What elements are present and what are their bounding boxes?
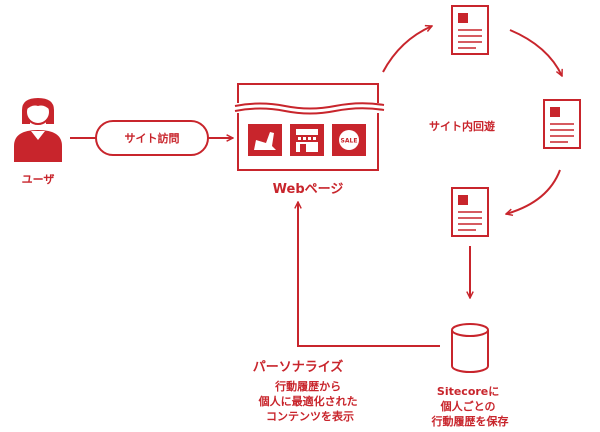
document-icon [451,187,489,237]
document-icon [543,99,581,149]
webpage-node: SALE Webページ [234,83,385,197]
sale-tag-icon: SALE [332,124,366,156]
personalize-block: パーソナライズ 行動履歴から 個人に最適化された コンテンツを表示 [253,359,362,423]
page-node-3 [451,187,489,237]
arrow-page2-to-page3 [506,169,561,214]
shoe-icon [248,124,282,156]
user-label: ユーザ [22,173,55,186]
webpage-label: Webページ [273,182,344,197]
page-node-2 [543,99,581,149]
arrow-db-to-webpage [298,202,440,347]
arrow-webpage-to-page1 [382,26,432,73]
site-visit-node: サイト訪問 [95,120,209,156]
arrow-page1-to-page2 [509,29,562,76]
database-icon [451,323,489,373]
site-browsing-label: サイト内回遊 [429,119,495,133]
document-icon [451,5,489,55]
user-node: ユーザ [14,98,62,186]
store-label: Sitecoreに 個人ごとの 行動履歴を保存 [431,385,509,428]
personalize-description: 行動履歴から 個人に最適化された コンテンツを表示 [258,379,362,423]
store-node: Sitecoreに 個人ごとの 行動履歴を保存 [431,323,509,428]
personalize-title: パーソナライズ [253,359,344,375]
shop-icon [290,124,324,156]
sale-badge-text: SALE [341,138,358,145]
page-node-1 [451,5,489,55]
site-visit-label: サイト訪問 [125,131,180,145]
person-icon [14,98,62,162]
